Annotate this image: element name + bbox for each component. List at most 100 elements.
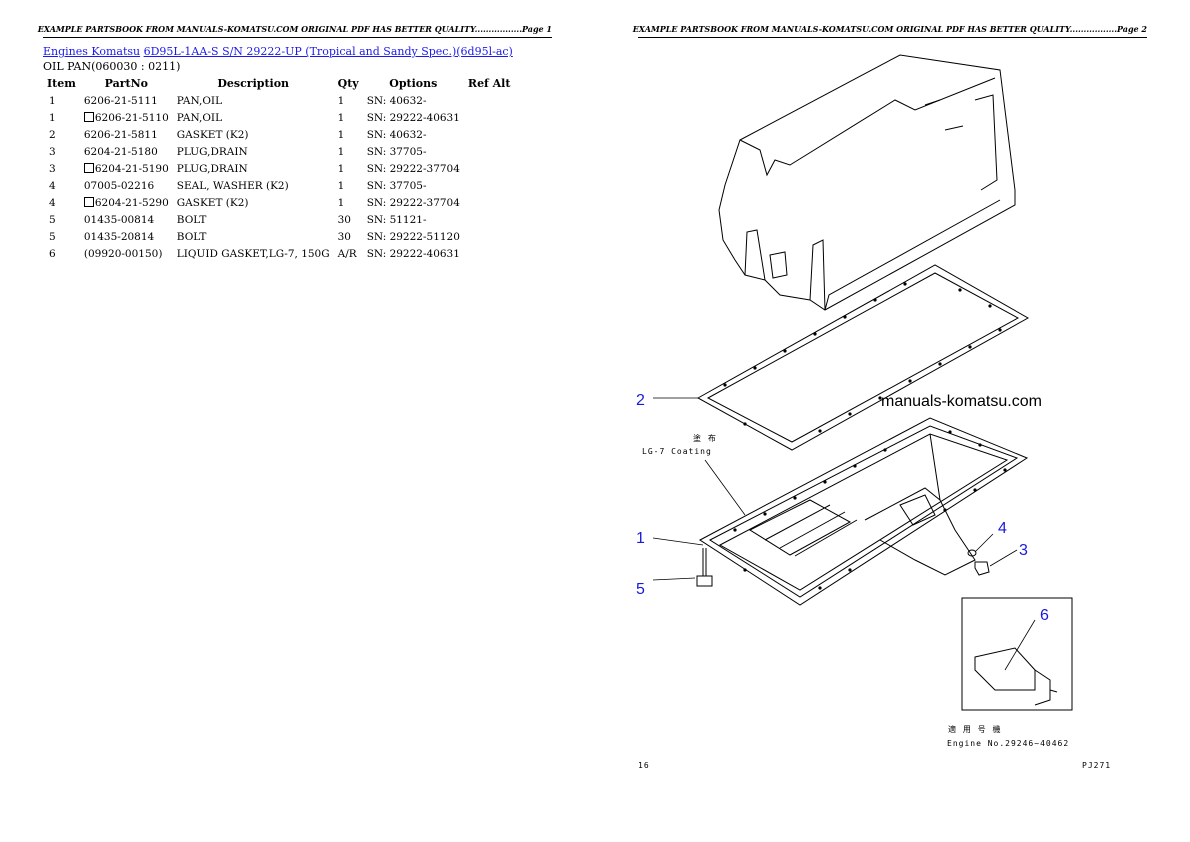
row-partno: 6204-21-5180 (80, 144, 173, 161)
row-description-text: GASKET (K2) (176, 128, 249, 141)
row-partno: 07005-02216 (80, 178, 173, 195)
breadcrumb: Engines Komatsu 6D95L-1AA-S S/N 29222-UP… (43, 45, 513, 58)
applicable-label-jp: 適 用 号 機 (948, 724, 1001, 734)
gasket-drawing (696, 264, 1030, 451)
row-options: SN: 37705- (363, 144, 464, 161)
table-row: 6 (09920-00150) LIQUID GASKET,LG-7, 150G A/… (43, 246, 514, 263)
engine-number-label: Engine No.29246~40462 (947, 739, 1069, 748)
row-qty-text: 1 (337, 145, 345, 158)
row-options-text: SN: 51121- (366, 213, 427, 226)
row-description: SEAL, WASHER (K2) (173, 178, 334, 195)
row-item-text: 2 (49, 128, 56, 141)
row-description-text: LIQUID GASKET,LG-7, 150G (176, 247, 330, 260)
callout-1[interactable]: 1 (636, 530, 645, 547)
row-qty-text: 1 (337, 196, 345, 209)
oil-pan-drawing (699, 417, 1029, 606)
coating-label: LG-7 Coating (642, 447, 712, 456)
row-item: 2 (43, 127, 80, 144)
row-ref-alt (464, 195, 515, 212)
row-description: PLUG,DRAIN (173, 144, 334, 161)
row-qty-text: A/R (337, 247, 357, 260)
row-description: BOLT (173, 212, 334, 229)
row-partno: 6206-21-5110 (80, 110, 173, 127)
row-ref-alt (464, 144, 515, 161)
row-item: 5 (43, 212, 80, 229)
row-partno: (09920-00150) (80, 246, 173, 263)
row-options-text: SN: 29222-37704 (366, 196, 460, 209)
row-item-text: 5 (49, 213, 56, 226)
row-ref-alt (464, 161, 515, 178)
row-partno: 6206-21-5111 (80, 93, 173, 110)
row-item-text: 3 (49, 145, 56, 158)
page-header: EXAMPLE PARTSBOOK FROM MANUALS-KOMATSU.C… (37, 24, 552, 34)
row-options: SN: 37705- (363, 178, 464, 195)
row-item-text: 1 (49, 111, 56, 124)
row-description-text: BOLT (176, 213, 207, 226)
row-partno-text: 6206-21-5811 (83, 128, 158, 141)
row-qty-text: 1 (337, 179, 345, 192)
callout-4[interactable]: 4 (998, 520, 1007, 537)
row-ref-alt (464, 127, 515, 144)
row-qty: 1 (334, 93, 363, 110)
row-partno-text: 01435-20814 (83, 230, 155, 243)
row-item: 6 (43, 246, 80, 263)
row-qty-text: 1 (337, 111, 345, 124)
row-description-text: PLUG,DRAIN (176, 145, 248, 158)
callout-5[interactable]: 5 (636, 581, 645, 598)
row-options: SN: 29222-40631 (363, 110, 464, 127)
row-ref-alt (464, 212, 515, 229)
row-item-text: 4 (49, 179, 56, 192)
leader-lines (652, 397, 1036, 671)
row-qty: 30 (334, 212, 363, 229)
row-description-text: PAN,OIL (176, 94, 223, 107)
breadcrumb-model-link[interactable]: 6D95L-1AA-S S/N 29222-UP (Tropical and S… (143, 45, 513, 58)
header-rule (638, 37, 1147, 38)
liquid-gasket-inset (961, 597, 1073, 711)
row-qty-text: 30 (337, 213, 351, 226)
row-item: 4 (43, 178, 80, 195)
row-item-text: 6 (49, 247, 56, 260)
replaced-part-box-icon (83, 196, 94, 207)
callout-6[interactable]: 6 (1040, 607, 1049, 624)
row-partno-text: (09920-00150) (83, 247, 163, 260)
row-partno-text: 6204-21-5290 (94, 196, 169, 209)
row-description-text: PAN,OIL (176, 111, 223, 124)
row-qty: 1 (334, 110, 363, 127)
row-options: SN: 29222-37704 (363, 161, 464, 178)
col-qty: Qty (337, 77, 359, 90)
row-partno-text: 6204-21-5180 (83, 145, 158, 158)
table-row: 3 6204-21-5180 PLUG,DRAIN 1 SN: 37705- (43, 144, 514, 161)
row-description-text: SEAL, WASHER (K2) (176, 179, 289, 192)
row-item: 1 (43, 93, 80, 110)
row-ref-alt (464, 110, 515, 127)
row-description: PLUG,DRAIN (173, 161, 334, 178)
row-partno: 6204-21-5290 (80, 195, 173, 212)
figure-code: PJ271 (1082, 761, 1111, 770)
row-item: 3 (43, 161, 80, 178)
row-item: 5 (43, 229, 80, 246)
callout-2[interactable]: 2 (636, 392, 645, 409)
row-options-text: SN: 29222-51120 (366, 230, 460, 243)
row-partno: 01435-20814 (80, 229, 173, 246)
figure-page-number: 16 (638, 761, 650, 770)
diagram-page: EXAMPLE PARTSBOOK FROM MANUALS-KOMATSU.C… (595, 0, 1190, 842)
row-options: SN: 51121- (363, 212, 464, 229)
row-description-text: PLUG,DRAIN (176, 162, 248, 175)
col-options: Options (389, 77, 438, 90)
row-qty: 1 (334, 161, 363, 178)
row-description: PAN,OIL (173, 93, 334, 110)
row-qty: 1 (334, 178, 363, 195)
row-options: SN: 40632- (363, 127, 464, 144)
row-options-text: SN: 40632- (366, 94, 427, 107)
row-qty-text: 1 (337, 94, 345, 107)
page-header: EXAMPLE PARTSBOOK FROM MANUALS-KOMATSU.C… (632, 24, 1147, 34)
engine-block-drawing (718, 54, 1016, 311)
row-qty-text: 30 (337, 230, 351, 243)
breadcrumb-engines-link[interactable]: Engines Komatsu (43, 45, 141, 58)
callout-3[interactable]: 3 (1019, 542, 1028, 559)
